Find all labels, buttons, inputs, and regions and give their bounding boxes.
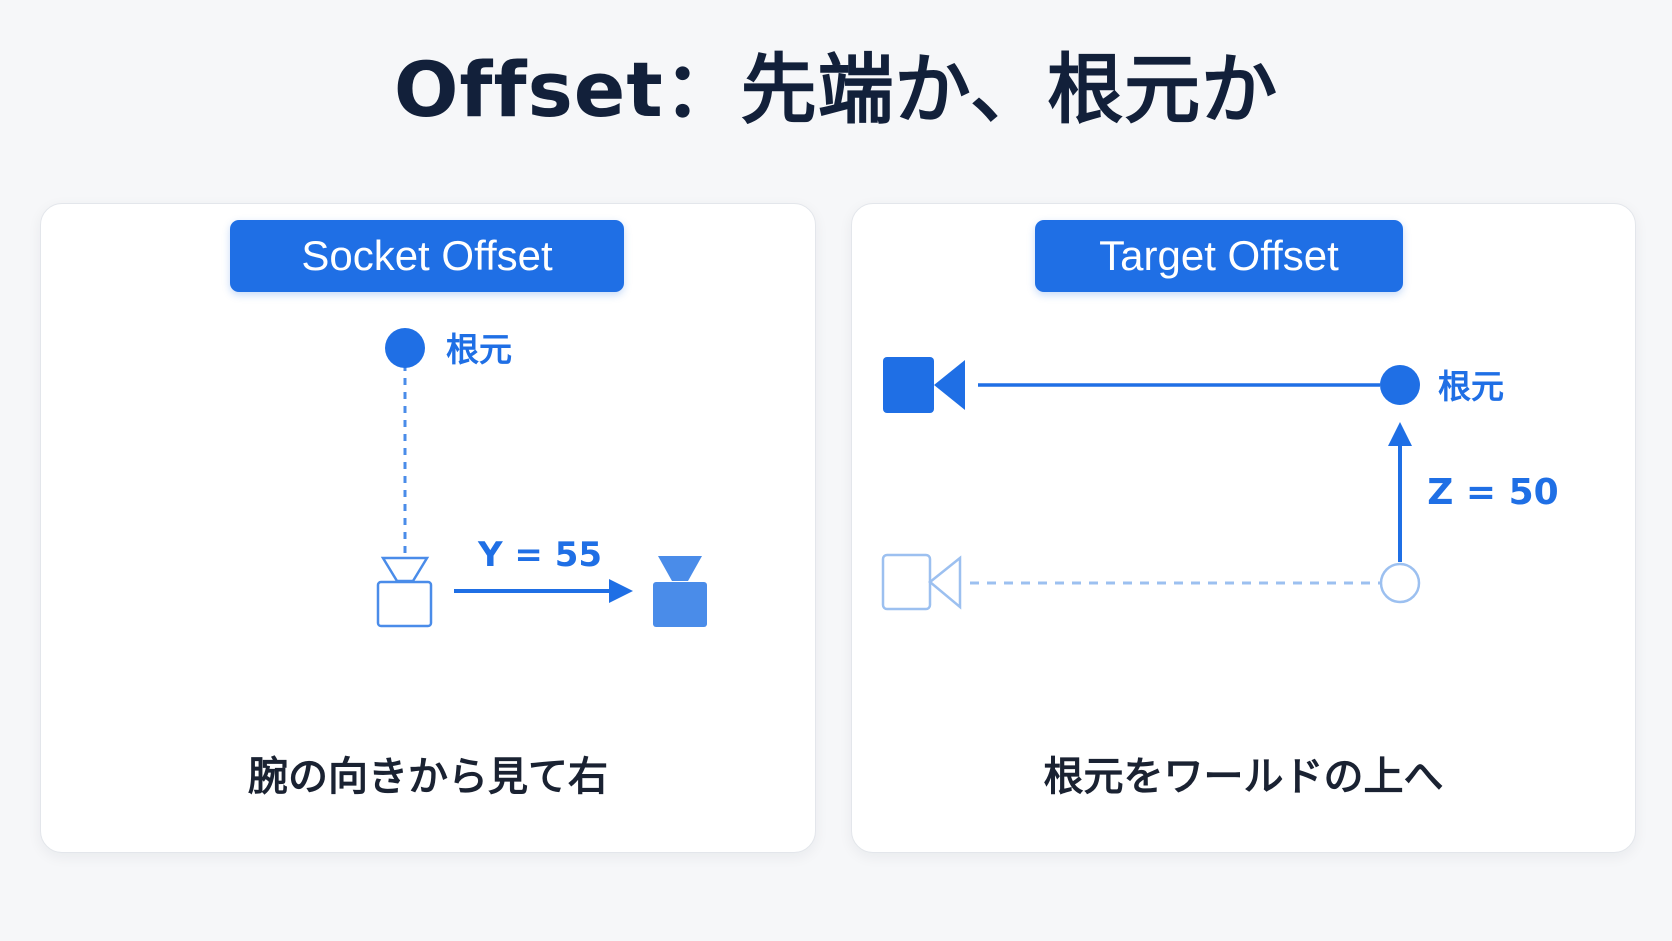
target-offset-pill: Target Offset [1035, 220, 1403, 292]
socket-offset-value: Y = 55 [477, 535, 602, 575]
video-camera-ghost-icon [881, 553, 962, 611]
arrow-right-icon [454, 579, 633, 603]
socket-root-label: 根元 [446, 330, 512, 369]
socket-offset-diagram: 根元 Y = 55 [376, 328, 707, 628]
socket-offset-caption: 腕の向きから見て右 [248, 754, 608, 800]
target-offset-caption: 根元をワールドの上へ [1043, 754, 1444, 800]
video-camera-icon [883, 357, 965, 413]
target-offset-value: Z = 50 [1427, 472, 1558, 513]
page-title: Offset：先端か、根元か [393, 45, 1279, 134]
socket-offset-pill: Socket Offset [230, 220, 624, 292]
root-dot-icon [1380, 365, 1420, 405]
socket-offset-panel: Socket Offset 根元 Y = 55 腕の向きから見て右 [40, 203, 816, 853]
target-offset-panel: Target Offset 根元 Z = 50 根元をワールドの上へ [851, 203, 1636, 853]
target-offset-diagram: 根元 Z = 50 [881, 357, 1559, 611]
root-dot-icon [385, 328, 425, 368]
arrow-up-icon [1388, 422, 1412, 562]
target-root-label: 根元 [1438, 367, 1504, 406]
camera-original-icon [376, 556, 433, 628]
camera-offset-icon [653, 556, 707, 627]
root-ghost-icon [1379, 562, 1421, 604]
